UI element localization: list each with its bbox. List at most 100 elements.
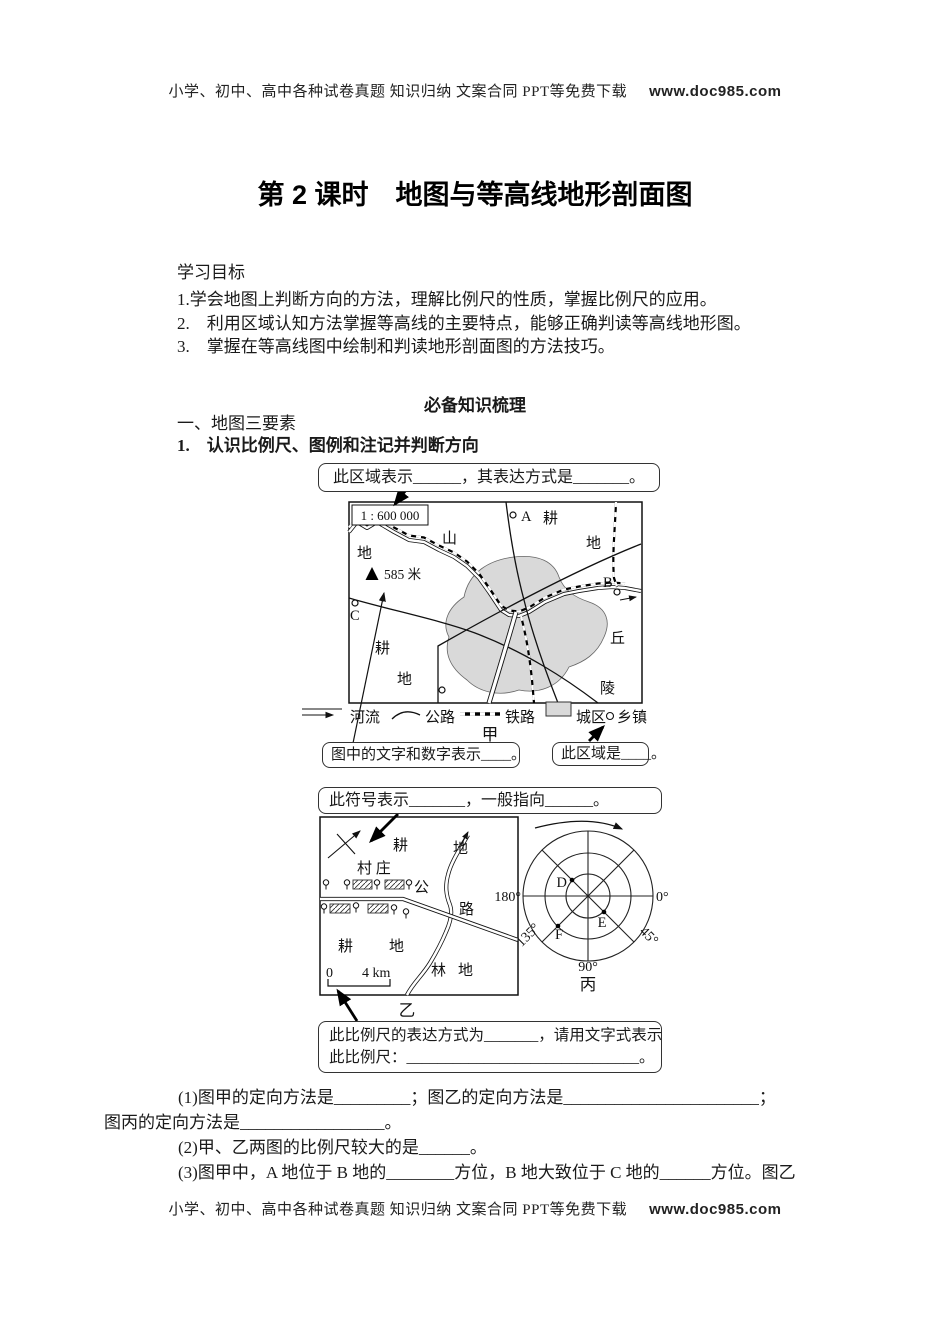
callout-scalebar: 此比例尺的表达方式为_______，请用文字式表示 此比例尺：_________… [318,1021,662,1073]
callout-arrow-symbol [369,813,399,843]
village-label: 村 庄 [357,859,391,877]
north-arrow-icon [327,830,361,859]
callout-this-region: 此区域是____。 [552,742,666,766]
building-icon [384,879,405,890]
building-icon [329,903,351,914]
callout-arrow-scale [393,488,409,507]
objectives-heading: 学习目标 [177,263,245,282]
page-title: 第 2 课时 地图与等高线地形剖面图 [257,180,693,210]
callout-arrow-scalebar [336,988,359,1022]
callout-text-numbers: 图中的文字和数字表示____。 [322,742,526,768]
river-legend-icon [302,708,342,719]
town-marker-b [613,588,621,596]
legend-label-town: 乡镇 [617,709,647,726]
degree-label-180: 180° [495,890,521,905]
objective-item-3: 3. 掌握在等高线图中绘制和判读地形剖面图的方法技巧。 [177,337,615,356]
town-marker-south [438,686,446,694]
map-bing-figure: D E F 180° 0° 135° 45° 90° 丙 [495,820,669,994]
callout-region-scale: 此区域表示______，其表达方式是_______。 [318,463,660,492]
map-jia-caption: 甲 [482,725,499,744]
land-label-geng-top: 耕 [393,836,408,854]
header-site-link[interactable]: www.doc985.com [649,83,782,100]
list-item-1: 1. 认识比例尺、图例和注记并判断方向 [177,436,479,455]
point-b-label: B [603,575,613,591]
land-label-geng-bottom: 耕 [338,937,353,955]
question-1a: (1)图甲的定向方法是_________；图乙的定向方法是___________… [178,1088,776,1107]
peak-icon [365,567,379,580]
callout-symbol: 此符号表示_______，一般指向______。 [318,787,662,814]
urban-legend-icon [545,701,572,717]
callout-scalebar-line2: 此比例尺：______________________________。 [329,1049,655,1066]
scale-label-box [351,504,429,526]
building-icon [352,879,373,890]
question-2: (2)甲、乙两图的比例尺较大的是______。 [178,1138,487,1157]
scale-bar: 0 4 km [326,966,391,987]
land-label-di-top: 地 [453,840,468,857]
scale-length-label: 4 km [362,966,391,981]
point-f-marker [555,923,561,929]
callout-scalebar-line1: 此比例尺的表达方式为_______，请用文字式表示 [329,1027,663,1044]
map-yi-caption: 乙 [399,1001,416,1020]
terrain-label-geng-top: 耕 [543,509,558,527]
land-label-di-lin: 地 [458,962,473,979]
objective-item-1: 1.学会地图上判断方向的方法，理解比例尺的性质，掌握比例尺的应用。 [177,290,717,309]
footer-site-link[interactable]: www.doc985.com [649,1201,782,1218]
building-icon [367,903,389,914]
objective-item-2: 2. 利用区域认知方法掌握等高线的主要特点，能够正确判读等高线地形图。 [177,314,751,333]
degree-label-0: 0° [656,890,669,905]
legend-label-river: 河流 [350,709,380,726]
railway-line-south [519,615,536,704]
polar-grid [522,830,654,962]
subsection-heading: 一、地图三要素 [177,414,296,433]
road-line-3 [505,501,559,704]
point-c-label: C [350,608,360,624]
point-e-label: E [598,915,607,931]
question-1b: 图丙的定向方法是_________________。 [104,1113,402,1132]
terrain-label-qiu: 丘 [610,630,625,647]
point-e-marker [601,909,607,915]
map-bing-caption: 丙 [580,975,597,994]
terrain-label-geng-bottom: 耕 [375,639,390,657]
scale-label: 1 : 600 000 [361,508,420,523]
map-jia-figure: 1 : 600 000 A B C 585 米 山 地 耕 地 耕 地 丘 陵 … [302,488,647,749]
legend-label-road: 公路 [425,709,455,726]
road-label-gong: 公 [414,880,429,896]
callout-arrow-text-numbers [351,591,386,749]
scale-zero-label: 0 [326,966,333,981]
road-line-2 [437,543,642,703]
road-band [486,611,519,704]
land-label-lin: 林 [431,962,446,979]
legend-label-railway: 铁路 [505,709,535,726]
rotation-arrow-icon [534,820,624,830]
degree-label-45: 45° [636,924,660,948]
terrain-label-shan: 山 [442,530,457,547]
river-line [347,520,642,618]
section-heading: 必备知识梳理 [424,396,526,415]
land-label-di-bottom: 地 [389,938,404,955]
footer-promo-text: 小学、初中、高中各种试卷真题 知识归纳 文案合同 PPT等免费下载 [168,1202,628,1218]
degree-label-135: 135° [514,921,543,950]
legend-row: 河流 公路 铁路 城区 乡镇 [302,701,647,726]
point-f-label: F [555,927,563,943]
legend-label-urban: 城区 [576,709,606,726]
terrain-label-di-bottom: 地 [397,671,412,688]
degree-label-90: 90° [578,960,598,975]
footer-line: 小学、初中、高中各种试卷真题 知识归纳 文案合同 PPT等免费下载 www.doc… [0,1198,950,1219]
terrain-label-di-left: 地 [357,545,372,562]
terrain-label-di-right: 地 [586,535,601,552]
railway-line-north [612,501,619,588]
road-line-1 [348,597,599,704]
point-d-marker [569,877,575,883]
road-line [320,896,519,942]
town-marker-c [351,599,359,607]
map-yi-figure: 耕 地 村 庄 公 路 耕 地 林 地 0 4 km 乙 [319,813,519,1022]
terrain-label-ling: 陵 [600,680,615,697]
town-marker-a [509,511,517,519]
town-legend-icon [605,711,615,721]
road-legend-icon [391,711,421,720]
callout-arrow-region [588,725,605,742]
question-3: (3)图甲中，A 地位于 B 地的________方位，B 地大致位于 C 地的… [178,1163,796,1182]
road-label-lu: 路 [459,901,474,918]
